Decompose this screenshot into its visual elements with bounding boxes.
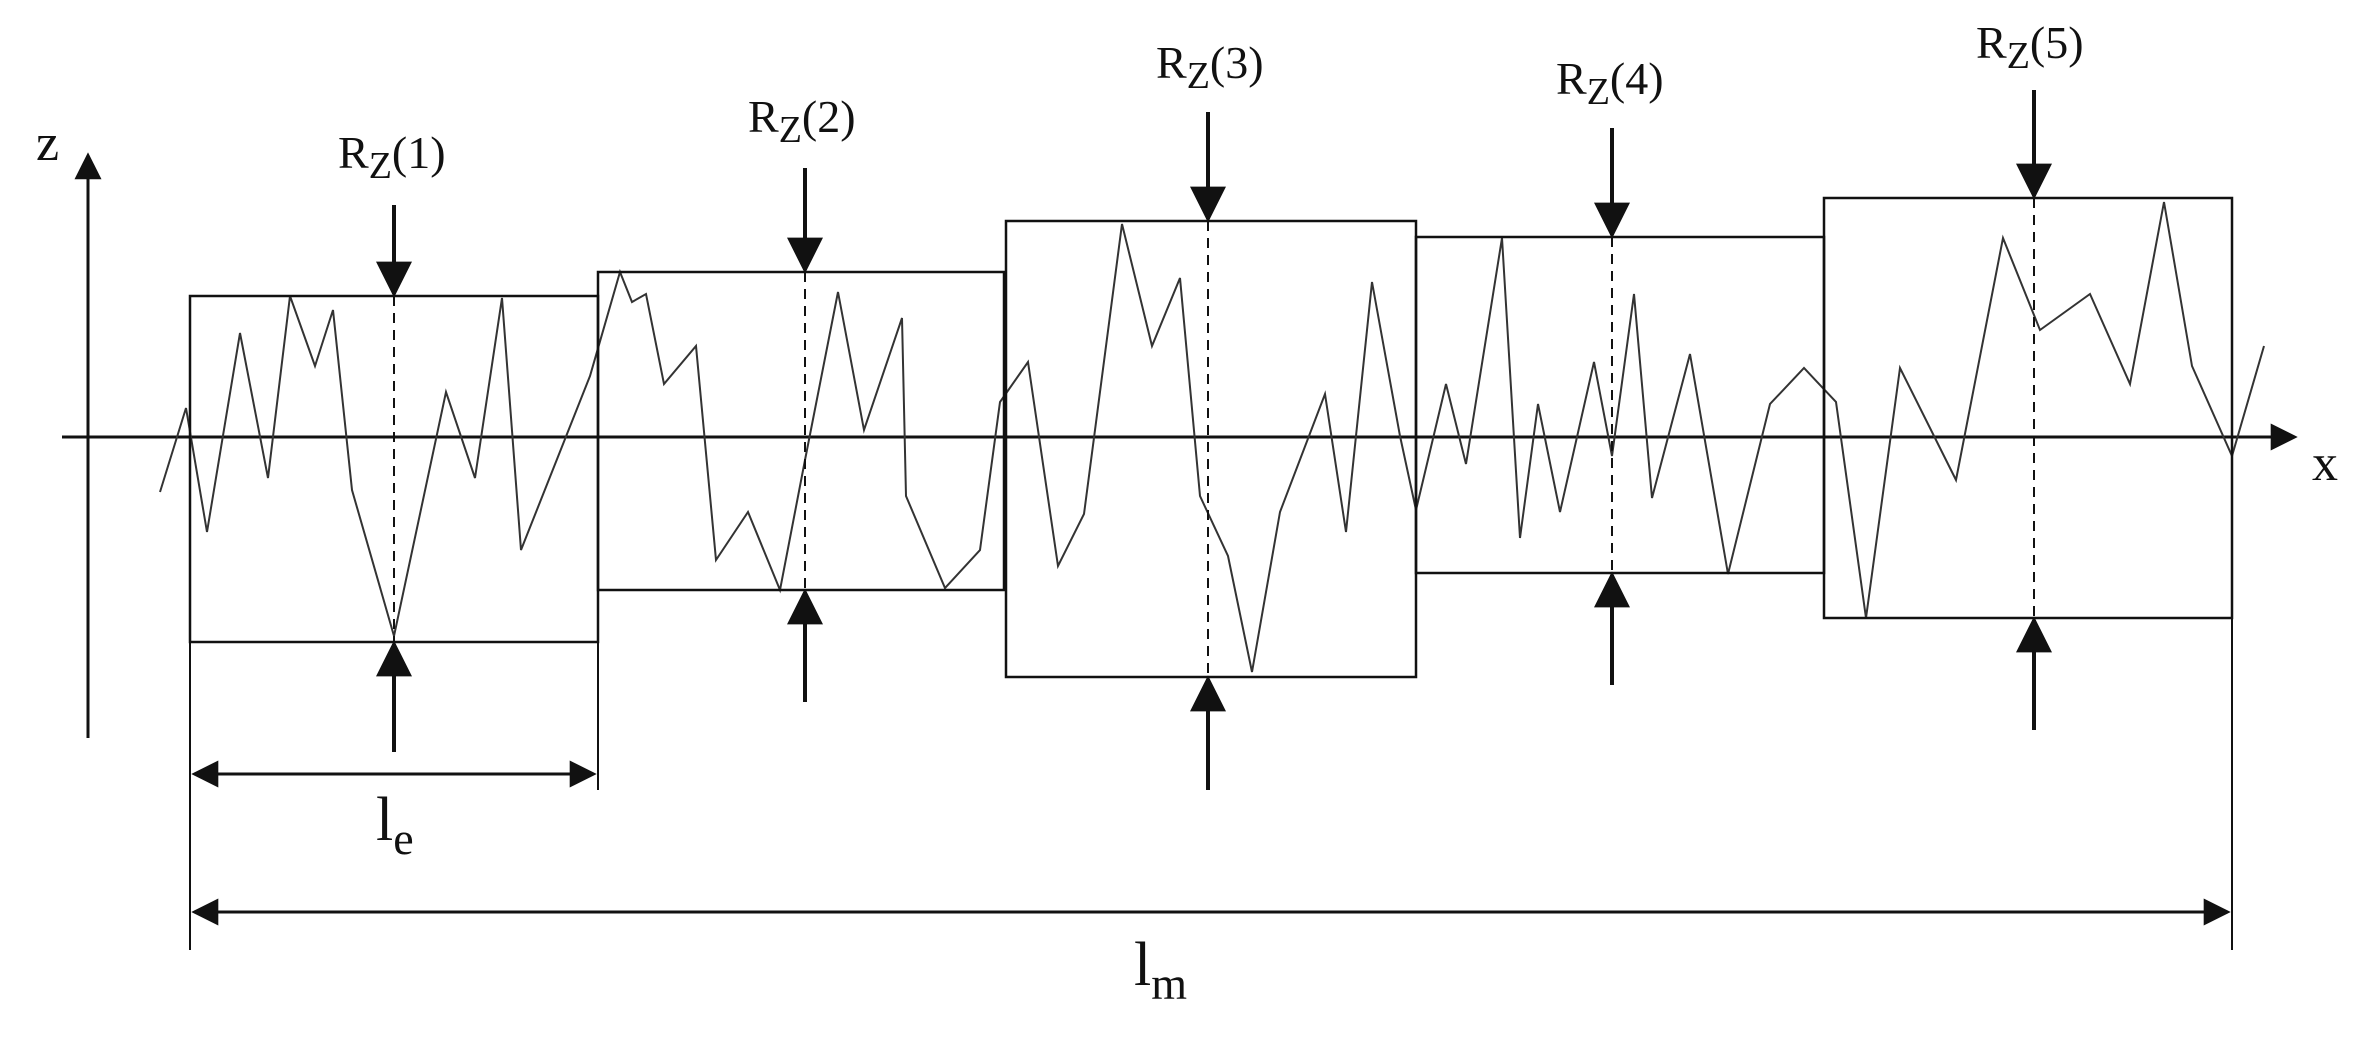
rz-label-1: RZ(1)	[338, 127, 446, 187]
rz-label-2: RZ(2)	[748, 91, 856, 151]
surface-profile-line	[159, 201, 2265, 673]
x-axis-label: x	[2312, 435, 2338, 492]
sampling-box-5	[1822, 90, 2234, 730]
sampling-box-1	[188, 205, 600, 752]
rz-label-5: RZ(5)	[1976, 17, 2084, 77]
sampling-box-2	[596, 168, 1006, 702]
rz-label-4: RZ(4)	[1556, 53, 1664, 113]
rz-label-3: RZ(3)	[1156, 37, 1264, 97]
z-axis-label: z	[36, 115, 59, 172]
lm-label: lm	[1134, 931, 1187, 1009]
sampling-box-4	[1414, 128, 1826, 685]
le-label: le	[376, 786, 414, 864]
sampling-box-3	[1004, 112, 1418, 790]
